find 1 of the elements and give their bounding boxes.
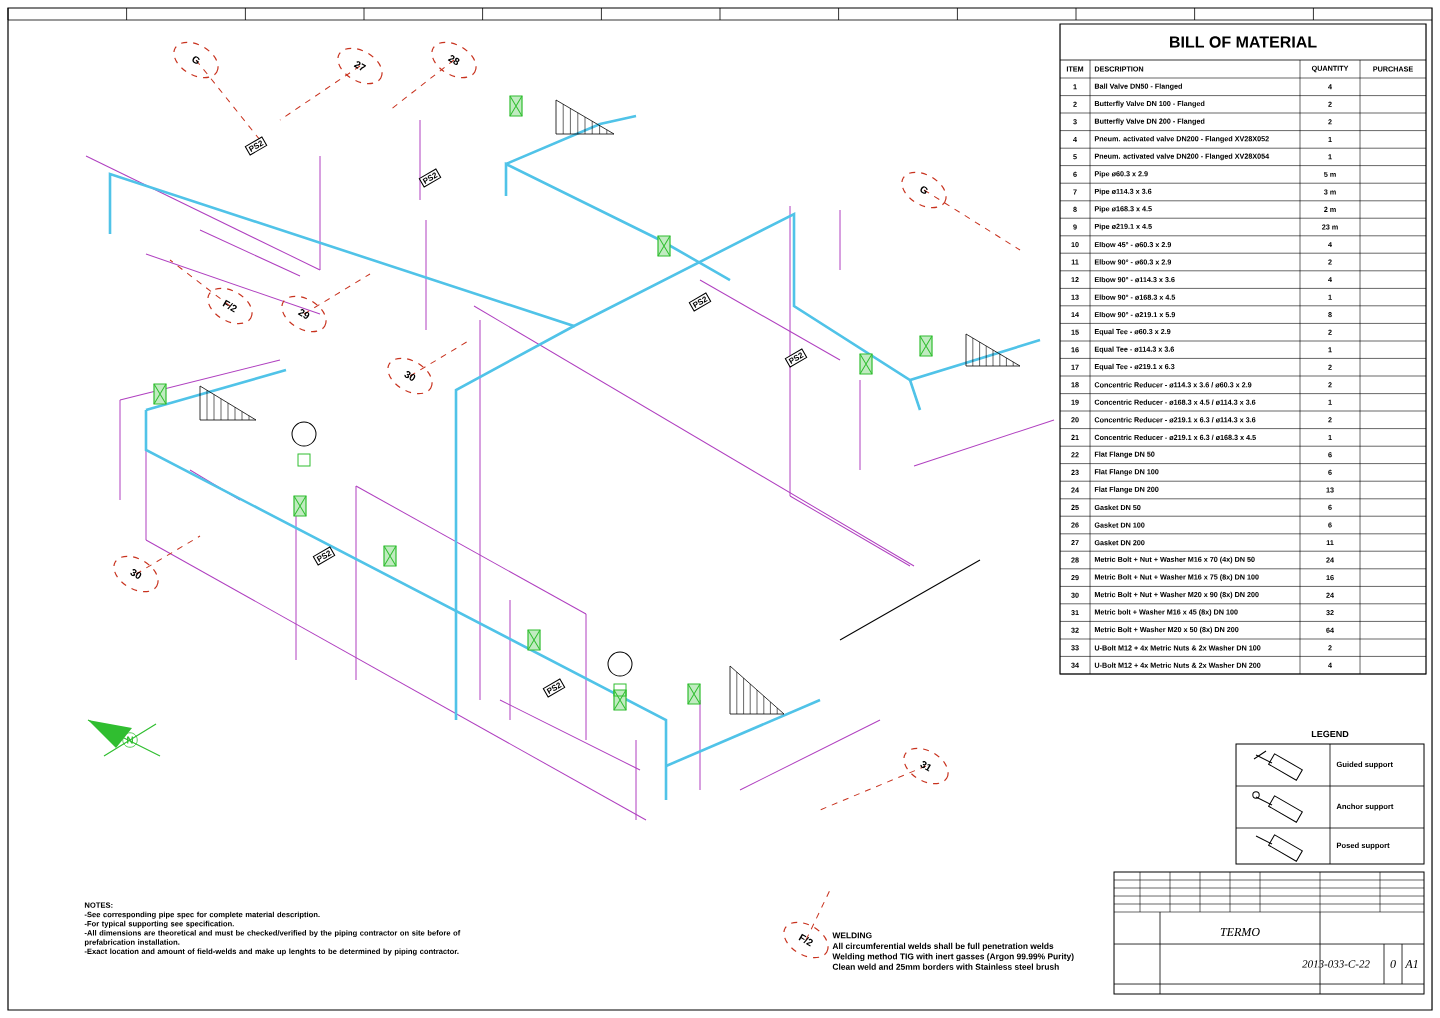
table-title: BILL OF MATERIAL bbox=[1170, 36, 1317, 48]
